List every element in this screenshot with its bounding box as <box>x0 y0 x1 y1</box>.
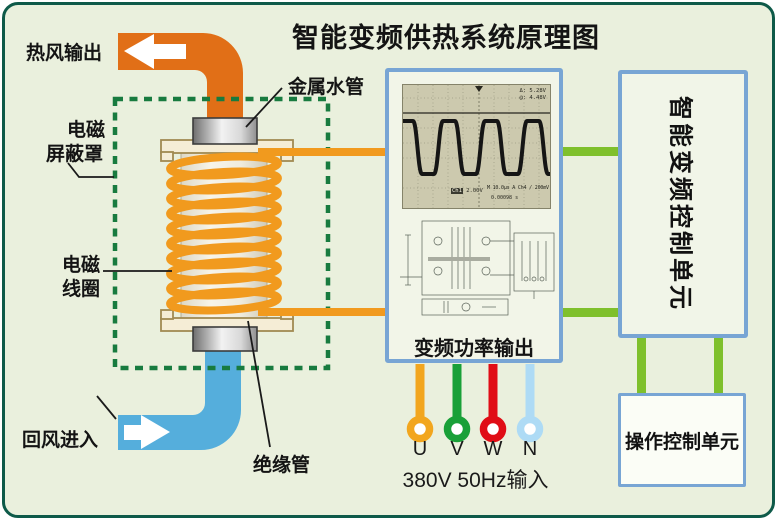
scope-timebase-readout: M 10.0µs A Ch4 / 200mV <box>487 185 549 191</box>
label-return-air-input: 回风进入 <box>22 430 99 451</box>
label-coil-line1: 电磁 <box>62 255 101 276</box>
label-insulation-tube: 绝缘管 <box>253 455 311 476</box>
connector-vert-right <box>714 336 723 394</box>
circuit-schematic <box>400 220 555 316</box>
label-operation-unit: 操作控制单元 <box>624 431 739 453</box>
leader-return-air <box>96 395 117 420</box>
connector-bottom <box>563 308 618 317</box>
scope-cursor-readout: Δ: 5.28V @: 4.48V <box>519 88 547 101</box>
label-control-unit: 智能变频控制单元 <box>666 96 694 312</box>
metal-pipe-top <box>192 117 258 145</box>
label-phase-v: V <box>450 438 464 460</box>
label-phase-n: N <box>522 438 538 460</box>
connector-vert-left <box>637 336 646 394</box>
connector-top <box>563 147 618 156</box>
power-output-unit-box: Δ: 5.28V @: 4.48V Ch1 2.00V M 10.0µs A C… <box>385 68 563 363</box>
terminal-ring-v-icon <box>443 415 471 443</box>
terminal-ring-w-icon <box>479 415 507 443</box>
label-shield-line1: 电磁 <box>67 120 106 141</box>
scope-channel-readout: Ch1 2.00V <box>451 188 483 194</box>
leader-shield <box>67 162 114 178</box>
page-title: 智能变频供热系统原理图 <box>292 23 600 53</box>
scope-trigger-readout: 0.00098 s <box>491 195 519 201</box>
sine-waveform <box>403 119 550 176</box>
oscilloscope-display: Δ: 5.28V @: 4.48V Ch1 2.00V M 10.0µs A C… <box>402 84 551 209</box>
label-power-output: 变频功率输出 <box>414 338 534 360</box>
arrow-left-icon <box>124 34 186 69</box>
shield-dashed-box <box>112 96 331 371</box>
label-hot-air-output: 热风输出 <box>26 43 103 64</box>
label-shield-line2: 屏蔽罩 <box>46 144 104 165</box>
label-metal-water-pipe: 金属水管 <box>288 77 365 98</box>
trigger-marker-icon <box>475 86 483 92</box>
induction-coil <box>166 152 282 315</box>
label-power-input: 380V 50Hz输入 <box>402 469 549 492</box>
arrow-right-icon <box>124 415 170 449</box>
oscilloscope-screen <box>403 85 550 208</box>
channel-badge: Ch1 <box>451 188 463 194</box>
signal-connectors <box>563 147 723 394</box>
label-phase-w: W <box>483 438 503 460</box>
terminal-ring-n-icon <box>516 415 544 443</box>
leader-metal-pipe <box>245 87 283 128</box>
hot-air-duct <box>118 33 243 126</box>
control-unit-box: 智能变频控制单元 <box>618 70 748 338</box>
terminal-ring-u-icon <box>406 415 434 443</box>
leader-lines <box>67 87 283 448</box>
return-air-duct <box>118 344 241 450</box>
operation-unit-box: 操作控制单元 <box>618 393 746 487</box>
label-phase-u: U <box>412 438 428 460</box>
label-coil-line2: 线圈 <box>62 279 101 300</box>
leader-insulation-tube <box>247 320 271 448</box>
power-input-wires <box>406 364 544 443</box>
metal-pipe-bottom <box>192 326 258 352</box>
